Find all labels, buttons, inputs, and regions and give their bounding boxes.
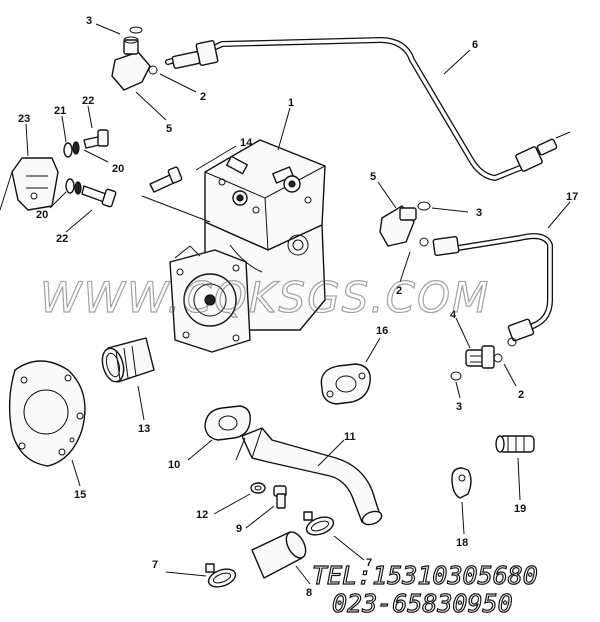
callout-9: 9 (236, 523, 242, 535)
callout-3: 3 (476, 207, 482, 219)
callout-2: 2 (518, 389, 524, 401)
elbow-fitting-5-top (111, 26, 158, 91)
callout-3: 3 (456, 401, 462, 413)
callout-23: 23 (18, 113, 30, 125)
hose-clamp-7-lower (205, 563, 237, 588)
hose-8 (251, 531, 307, 579)
callout-15: 15 (74, 489, 86, 501)
connector-4 (450, 345, 503, 381)
callout-1: 1 (288, 97, 294, 109)
elbow-fitting-5-right (379, 201, 431, 247)
callout-3: 3 (86, 15, 92, 27)
callout-4: 4 (450, 309, 457, 321)
hose-clamp-7-upper (303, 511, 335, 536)
gasket-15 (8, 360, 86, 467)
callout-5: 5 (370, 171, 376, 183)
callout-5: 5 (166, 123, 172, 135)
contact-tel: TEL:15310305680 (312, 561, 538, 590)
callout-19: 19 (514, 503, 526, 515)
callout-22: 22 (56, 233, 68, 245)
fitting-19 (495, 435, 535, 453)
callout-8: 8 (306, 587, 312, 599)
callout-6: 6 (472, 39, 478, 51)
tube-11 (235, 427, 383, 526)
callout-labels: 3 2 5 6 1 23 21 22 20 20 22 14 5 3 17 2 … (18, 15, 578, 599)
watermark: WWW.CQKSGS.COM (40, 273, 490, 322)
callout-21: 21 (54, 105, 66, 117)
callout-7: 7 (366, 557, 372, 569)
callout-12: 12 (196, 509, 208, 521)
callout-14: 14 (240, 137, 253, 149)
callout-16: 16 (376, 325, 388, 337)
leader-lines (25, 23, 571, 585)
callout-2: 2 (200, 91, 206, 103)
callout-20: 20 (36, 209, 48, 221)
callout-7: 7 (152, 559, 158, 571)
callout-11: 11 (344, 431, 356, 443)
clamp-18 (451, 467, 472, 499)
air-compressor-1 (169, 139, 326, 353)
contact-phone: 023-65830950 (332, 589, 513, 618)
callout-10: 10 (168, 459, 180, 471)
callout-17: 17 (566, 191, 578, 203)
bushing-13 (101, 337, 155, 383)
air-pipe-6 (165, 37, 571, 181)
air-pipe-17 (432, 233, 553, 347)
washer-12 (250, 482, 266, 494)
gasket-16 (320, 363, 371, 405)
callout-13: 13 (138, 423, 150, 435)
callout-22: 22 (82, 95, 94, 107)
callout-2: 2 (396, 285, 402, 297)
gasket-10 (204, 405, 251, 441)
callout-18: 18 (456, 537, 468, 549)
bracket-23-assembly (0, 129, 117, 211)
plug-9 (273, 485, 287, 509)
stud-14 (141, 166, 211, 223)
callout-20: 20 (112, 163, 124, 175)
